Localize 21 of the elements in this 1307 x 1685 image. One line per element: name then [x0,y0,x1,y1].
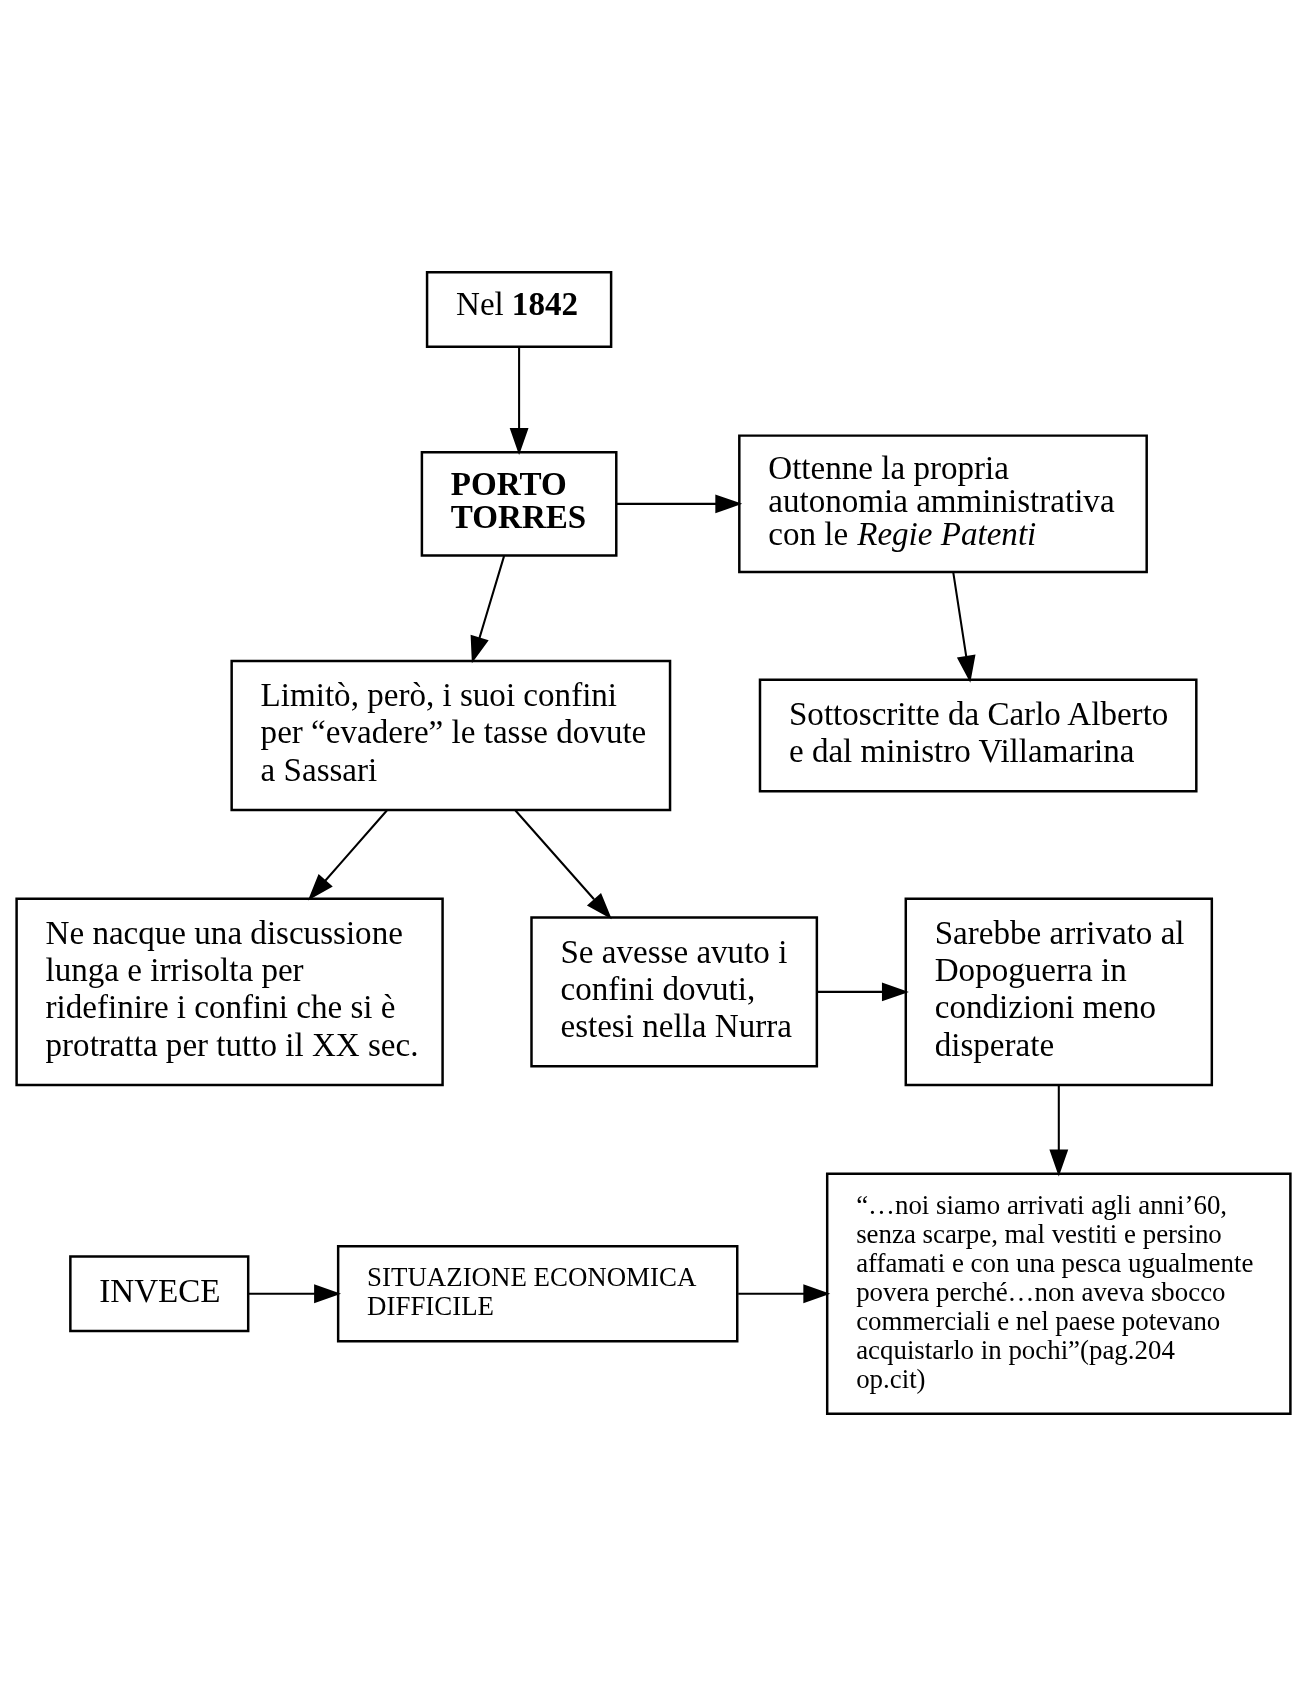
node-box: Sarebbe arrivato al Dopoguerra in condizioni meno disperate [904,897,1214,1086]
arrow [1049,1085,1069,1176]
arrow [514,809,612,919]
arrow [248,1283,341,1303]
arrow [307,809,388,900]
arrow [952,571,976,683]
node-box: Ne nacque una discussione lunga e irrisolta per ridefinire i confini che si è protratta per tutto il XX sec. [15,897,444,1086]
arrow [738,1283,831,1303]
node-box: “…noi siamo arrivati agli anni’60, senza scarpe, mal vestiti e persino affamati e con una pesca ugualmente povera perché…non aveva sbocco commerciali e nel paese potevano acquistarlo in pochi”(pag.204 op.cit) [825,1172,1292,1415]
node-box: INVECE [69,1254,250,1332]
node-box: Nel 1842 [425,270,613,348]
node-box: Ottenne la propria autonomia amministrativa con le Regie Patenti [738,433,1148,573]
node-box: Se avesse avuto i confini dovuti, estesi nella Nurra [530,915,819,1068]
node-box: PORTO TORRES [420,450,618,557]
arrow [616,493,743,513]
arrow [816,981,909,1001]
node-box: SITUAZIONE ECONOMICA DIFFICILE [336,1244,739,1343]
arrow [509,346,529,455]
node-box: Sottoscritte da Carlo Alberto e dal ministro Villamarina [758,677,1198,793]
node-box: Limitò, però, i suoi confini per “evadere” le tasse dovute a Sassari [230,659,672,811]
arrow [470,555,506,663]
